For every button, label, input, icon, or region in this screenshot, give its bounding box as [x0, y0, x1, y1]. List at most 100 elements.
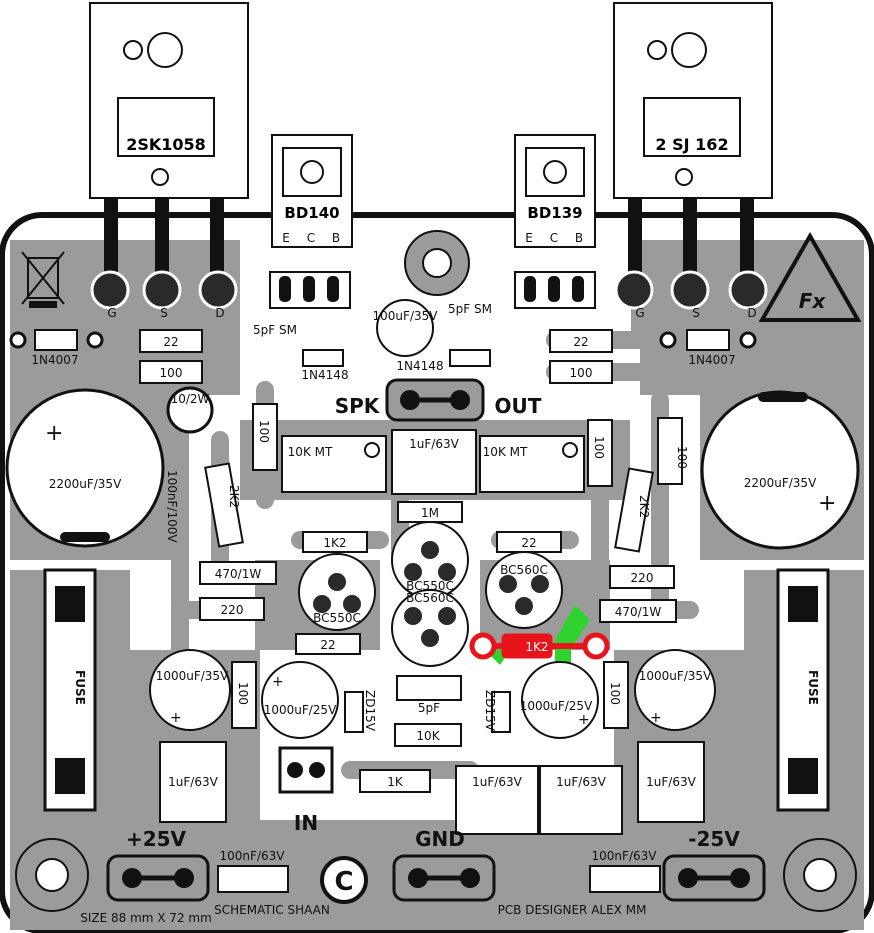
resistor-10-2w: 10/2W	[166, 386, 214, 434]
svg-text:1uF/63V: 1uF/63V	[168, 775, 218, 789]
resistor-100-vertical-far-right: 100	[657, 417, 689, 485]
svg-text:1uF/63V: 1uF/63V	[409, 437, 459, 451]
cap-1000uf-25v-left: 1000uF/25V +	[261, 661, 339, 739]
zener-zd15v-left: ZD15V	[344, 690, 377, 733]
svg-text:10K MT: 10K MT	[483, 445, 528, 459]
svg-text:100: 100	[257, 420, 271, 443]
label-100nf-100v: 100nF/100V	[165, 470, 179, 543]
power-transistor-left: 2SK1058	[89, 2, 249, 288]
svg-text:+: +	[578, 712, 590, 728]
svg-text:470/1W: 470/1W	[215, 567, 262, 581]
bd140-pin-e: E	[282, 231, 290, 245]
cap-5pf-mid: 5pF	[396, 675, 462, 715]
resistor-100-right: 100	[549, 360, 613, 384]
cap-1000uf-35v-right: 1000uF/35V +	[634, 649, 716, 731]
fuse-left: FUSE	[43, 568, 97, 812]
svg-text:1000uF/35V: 1000uF/35V	[639, 669, 712, 683]
svg-text:220: 220	[221, 603, 244, 617]
resistor-100-vertical-top-left: 100	[252, 403, 278, 471]
pin-s-right: S	[692, 306, 700, 320]
driver-transistor-right: BD139 E C B	[514, 134, 596, 309]
svg-text:100: 100	[236, 682, 250, 705]
transistor-bc560c-right: BC560C	[485, 551, 563, 629]
resistor-1k2-highlighted[interactable]: 1K2	[469, 605, 610, 666]
zener-zd15v-right: ZD15V	[483, 690, 511, 733]
resistor-100-vertical-top-right: 100	[587, 419, 613, 487]
svg-text:BC560C: BC560C	[406, 591, 454, 605]
label-out: OUT	[495, 394, 542, 418]
cap-1uf-63v-bottom-right: 1uF/63V	[637, 741, 705, 823]
bd139-pin-c: C	[550, 231, 558, 245]
label-2sj162: 2 SJ 162	[655, 135, 728, 154]
resistor-100-vertical-bottom-left: 100	[231, 661, 257, 729]
svg-text:22: 22	[521, 536, 536, 550]
trimpot-10k-right: 10K MT	[479, 435, 585, 493]
svg-text:ZD15V: ZD15V	[483, 690, 497, 732]
resistor-220-left: 220	[199, 597, 265, 621]
svg-text:2200uF/35V: 2200uF/35V	[49, 477, 122, 491]
cap-1000uf-25v-right: 1000uF/25V +	[520, 661, 599, 739]
svg-text:C: C	[334, 867, 353, 897]
cap-2200uf-left: + 2200uF/35V	[5, 388, 165, 548]
diode-1n4007-right: 1N4007	[659, 329, 757, 367]
label-bd140: BD140	[284, 204, 339, 222]
cap-100uf-35v-top: 100uF/35V	[373, 299, 438, 357]
resistor-470-1w-left: 470/1W	[199, 561, 277, 585]
transistor-bc560c-mid: BC560C	[391, 589, 469, 667]
bd139-pin-e: E	[525, 231, 533, 245]
label-in: IN	[294, 811, 318, 835]
resistor-22-top-right: 22	[549, 329, 613, 353]
recycle-bin-icon	[21, 251, 65, 308]
label-1n4007-right: 1N4007	[688, 353, 735, 367]
bd139-pin-b: B	[575, 231, 583, 245]
mounting-hole-center	[404, 230, 470, 296]
resistor-2k2-right: 2K2	[614, 467, 654, 553]
connector-gnd: GND	[392, 827, 496, 902]
resistor-1k: 1K	[359, 769, 431, 793]
pin-d-right: D	[747, 306, 756, 320]
cap-1uf-63v-bottom-mid2: 1uF/63V	[539, 765, 623, 835]
svg-text:100nF/63V: 100nF/63V	[220, 849, 286, 863]
credit-pcb-designer: PCB DESIGNER ALEX MM	[498, 903, 647, 917]
cap-1uf-63v-bottom-mid1: 1uF/63V	[455, 765, 539, 835]
label-plus-25v: +25V	[126, 827, 187, 851]
copyright-icon: C	[320, 856, 368, 904]
svg-text:Fx: Fx	[799, 289, 827, 313]
cap-100nf-63v-right: 100nF/63V	[589, 849, 661, 893]
resistor-100-left: 100	[139, 360, 203, 384]
resistor-2k2-left: 2K2	[204, 462, 244, 548]
label-2sk1058: 2SK1058	[126, 135, 206, 154]
cap-1uf-63v-top: 1uF/63V	[391, 429, 477, 495]
pin-g-right: G	[635, 306, 644, 320]
svg-text:BC560C: BC560C	[500, 563, 548, 577]
fuse-right: FUSE	[776, 568, 830, 812]
svg-text:+: +	[45, 421, 63, 446]
diode-1n4148-right	[449, 349, 491, 367]
label-minus-25v: -25V	[688, 827, 740, 851]
connector-plus-25v: +25V	[106, 827, 210, 902]
resistor-470-1w-right: 470/1W	[599, 599, 677, 623]
resistor-100-vertical-bottom-right: 100	[603, 661, 629, 729]
svg-text:22: 22	[320, 638, 335, 652]
svg-text:5pF: 5pF	[418, 701, 440, 715]
svg-text:100: 100	[160, 366, 183, 380]
connector-minus-25v: -25V	[662, 827, 766, 902]
svg-text:220: 220	[631, 571, 654, 585]
pin-d-left: D	[215, 306, 224, 320]
cap-1uf-63v-bottom-left: 1uF/63V	[159, 741, 227, 823]
svg-text:1000uF/35V: 1000uF/35V	[156, 669, 229, 683]
diode-1n4148-left	[302, 349, 344, 367]
transistor-bc550c-left: BC550C	[298, 553, 376, 631]
label-5pf-sm-left: 5pF SM	[253, 323, 297, 337]
svg-text:FUSE: FUSE	[806, 670, 820, 705]
svg-text:+: +	[272, 674, 284, 690]
cap-100nf-63v-left: 100nF/63V	[217, 849, 289, 893]
label-bd139: BD139	[527, 204, 582, 222]
resistor-22-mid-left: 22	[295, 633, 361, 655]
spk-out-connector: SPK OUT	[335, 378, 542, 422]
svg-text:1000uF/25V: 1000uF/25V	[520, 699, 593, 713]
svg-text:100: 100	[608, 682, 622, 705]
credit-size: SIZE 88 mm X 72 mm	[80, 911, 212, 925]
input-connector: IN	[278, 746, 334, 835]
label-1n4148-right: 1N4148	[396, 359, 443, 373]
